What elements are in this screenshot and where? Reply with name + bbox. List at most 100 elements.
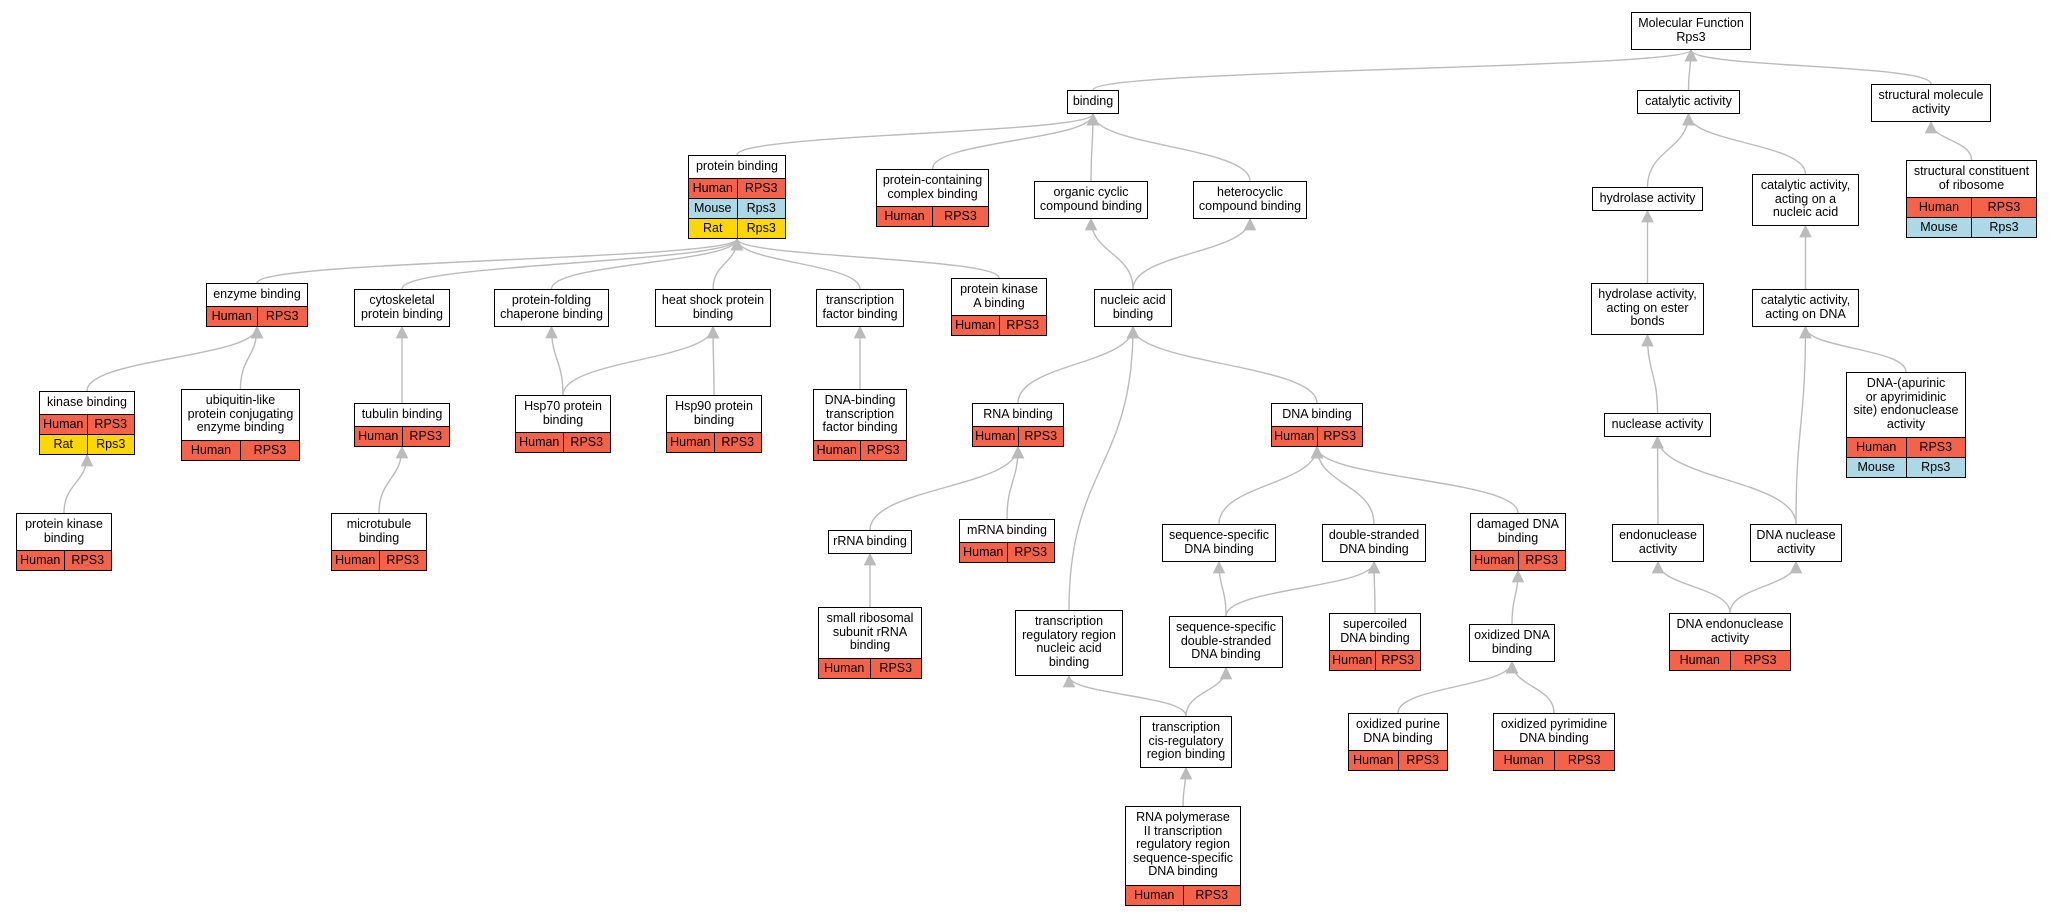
gene-symbol-cell: RPS3 (869, 659, 922, 678)
gene-symbol-cell: Rps3 (1971, 218, 2036, 237)
edge-cat-na-to-catalytic (1682, 112, 1807, 175)
go-term-node-catalytic[interactable]: catalytic activity (1637, 90, 1740, 114)
go-term-node-cat-dna[interactable]: catalytic activity,acting on DNA (1752, 289, 1859, 327)
species-cell: Human (20, 553, 61, 567)
species-cell: Human (1918, 200, 1960, 214)
edge-hsp70-binding-to-hsp-binding (562, 325, 720, 396)
edge-na-binding-to-hc-binding (1132, 217, 1257, 290)
edge-rrna-binding-to-rna-binding (869, 445, 1025, 531)
go-term-label: rRNA binding (833, 534, 907, 548)
edge-ssdna-binding-to-dna-binding (1218, 445, 1324, 525)
gene-symbol-cell: RPS3 (378, 551, 427, 570)
go-term-label: catalytic activity,acting on DNA (1760, 293, 1851, 321)
edge-rna-binding-to-na-binding (1017, 325, 1140, 404)
edge-binding-to-mf (1092, 48, 1697, 91)
go-term-label: enzyme binding (213, 287, 301, 301)
edge-kinase-binding-to-enzyme-binding (86, 325, 264, 392)
species-cell: Mouse (1857, 460, 1896, 474)
species-cell: Human (884, 209, 925, 223)
edge-endonuclease-dna-to-cat-dna (1799, 325, 1907, 373)
species-cell: Rat (53, 437, 73, 451)
edge-pfc-binding-to-protein-binding (550, 237, 744, 290)
gene-symbol-cell: RPS3 (1374, 651, 1421, 670)
go-term-node-rrna-binding[interactable]: rRNA binding (828, 530, 912, 554)
edge-rnap2-to-tcrr-binding (1179, 766, 1193, 807)
gene-symbol-cell: RPS3 (63, 551, 112, 570)
gene-symbol-cell: RPS3 (1397, 751, 1448, 770)
edge-dna-nuclease-to-cat-dna (1795, 325, 1812, 525)
go-term-node-binding[interactable]: binding (1067, 90, 1119, 114)
gene-symbol-cell: RPS3 (1971, 198, 2036, 217)
species-cell: Human (1474, 553, 1515, 567)
edge-tcrr-binding-to-ssds-binding (1185, 666, 1233, 717)
species-cell: Human (1134, 888, 1175, 902)
go-term-node-nuclease[interactable]: nuclease activity (1604, 413, 1711, 437)
edge-dna-endonuclease-to-endonuclease (1651, 560, 1731, 614)
go-term-node-hydrolase[interactable]: hydrolase activity (1592, 187, 1703, 211)
edge-microtubule-binding-to-tubulin-binding (378, 445, 409, 514)
go-term-label: kinase binding (47, 395, 127, 409)
